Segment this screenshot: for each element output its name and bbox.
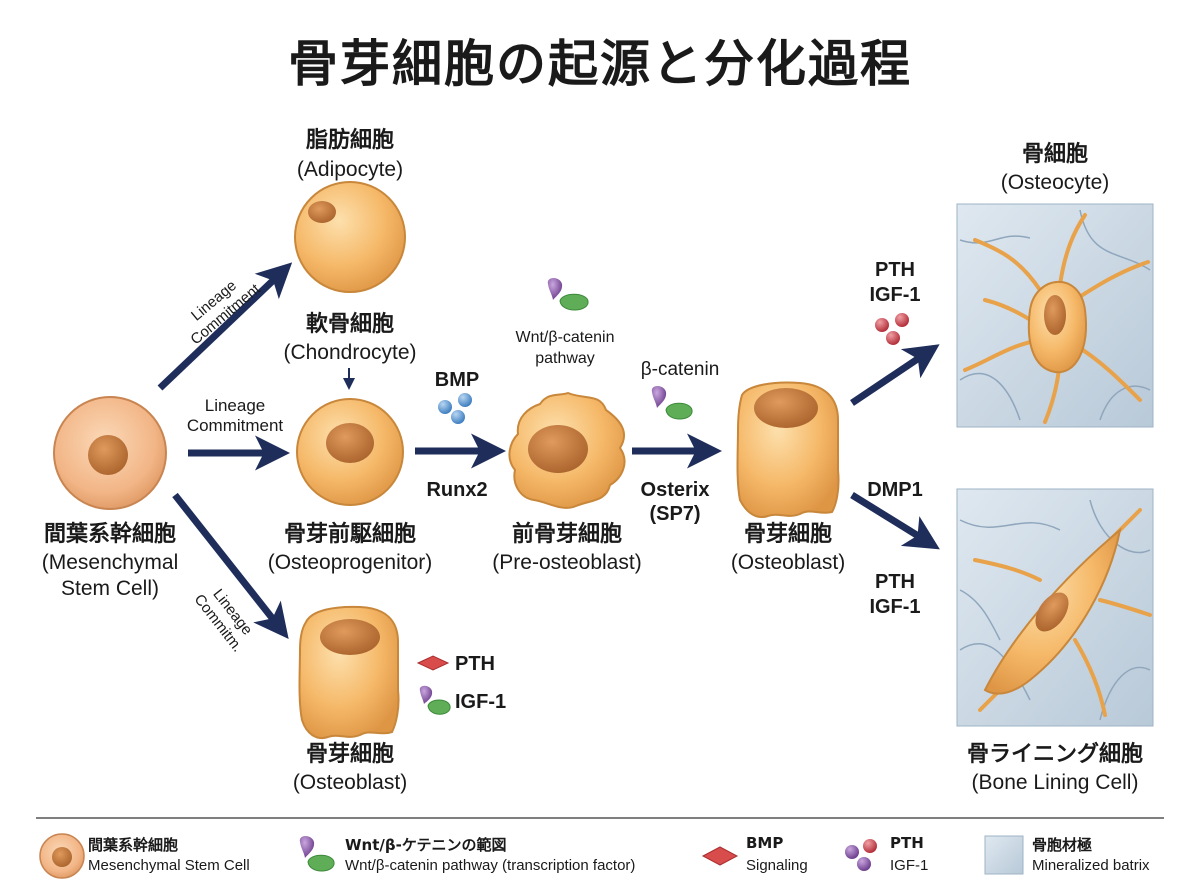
legend-bmp-jp: BMP [746, 834, 784, 852]
legend-item-stem-cell: 間葉系幹細胞 Mesenchymal Stem Cell [88, 826, 288, 886]
pth-bottom-label: PTH [875, 571, 915, 593]
osteoblast-lower-cell [298, 605, 400, 739]
osteoprogenitor-cell [296, 398, 404, 506]
legend-item-matrix: 骨胞材極 Mineralized batrix [1032, 826, 1182, 886]
osteocyte-label-en: (Osteocyte) [1000, 171, 1110, 194]
osteoprogenitor-label-en: (Osteoprogenitor) [267, 551, 433, 574]
osteoblast-main-label-en: (Osteoblast) [730, 551, 846, 574]
preosteoblast-cell [508, 391, 626, 509]
lower-signal-icons [416, 655, 451, 715]
osteocyte-label-jp: 骨細胞 [1021, 142, 1088, 167]
legend-wnt-jp: Wnt/β-ケテニンの範図 [345, 836, 507, 854]
osteoprogenitor-label-jp: 骨芽前駆細胞 [283, 522, 416, 547]
differentiation-arrows [157, 262, 940, 639]
osteocyte-panel [956, 203, 1154, 428]
bmp-diamond-icon [701, 846, 739, 866]
adipocyte-cell [294, 181, 406, 293]
matrix-swatch-icon [984, 835, 1024, 875]
pth-top-label: PTH [875, 259, 915, 281]
osterix-label-2: (SP7) [649, 503, 701, 525]
lining-label-en: (Bone Lining Cell) [971, 771, 1139, 794]
igf-lower-label: IGF-1 [455, 691, 507, 713]
arrow-osteoblast-to-osteocyte [850, 344, 940, 406]
osteoblast-lower-label-en: (Osteoblast) [292, 771, 408, 794]
legend-bmp-en: Signaling [746, 857, 808, 874]
legend-item-wnt: Wnt/β-ケテニンの範図 Wnt/β-catenin pathway (tra… [345, 826, 690, 886]
msc-label-en-2: Stem Cell) [60, 577, 160, 600]
osteoblast-main-cell [736, 381, 840, 518]
dmp1-label: DMP1 [867, 479, 923, 501]
legend-matrix-jp: 骨胞材極 [1032, 836, 1093, 854]
osterix-label-1: Osterix [640, 479, 710, 501]
legend-pth-en: IGF-1 [890, 857, 929, 874]
runx2-label: Runx2 [426, 479, 488, 501]
wnt-label-2: pathway [535, 350, 595, 367]
lineage-label-middle: Lineage Commitment [170, 396, 300, 437]
igf-top-label: IGF-1 [869, 284, 921, 306]
igf-bottom-label: IGF-1 [869, 596, 921, 618]
osteoblast-main-label-jp: 骨芽細胞 [743, 522, 832, 547]
msc-label-jp: 間葉系幹細胞 [43, 522, 176, 547]
lineage-middle-line2: Commitment [186, 416, 284, 436]
legend-pth-jp: PTH [890, 834, 924, 852]
pth-molecules-top [875, 313, 909, 345]
chondrocyte-label-jp: 軟骨細胞 [305, 312, 394, 337]
legend-wnt-en: Wnt/β-catenin pathway (transcription fac… [345, 857, 636, 874]
osteoblast-lower-label-jp: 骨芽細胞 [305, 742, 394, 767]
arrow-osteoblast-to-lining [850, 492, 940, 550]
msc-label-en-1: (Mesenchymal [41, 551, 179, 574]
pth-lower-label: PTH [455, 653, 495, 675]
msc-cell [53, 396, 167, 510]
wnt-label-1: Wnt/β-catenin [515, 329, 615, 346]
lining-label-jp: 骨ライニング細胞 [966, 742, 1143, 767]
bmp-label: BMP [434, 369, 480, 391]
chondrocyte-label-en: (Chondrocyte) [283, 341, 417, 364]
legend-item-pth: PTH IGF-1 [890, 826, 970, 886]
arrow-msc-to-lower-osteoblast [172, 492, 289, 639]
legend-stem-cell-jp: 間葉系幹細胞 [88, 836, 179, 854]
legend-item-bmp: BMP Signaling [746, 826, 836, 886]
pth-dots-icon [845, 839, 877, 871]
adipocyte-label-jp: 脂肪細胞 [305, 128, 394, 153]
legend-matrix-en: Mineralized batrix [1032, 857, 1150, 874]
lineage-middle-line1: Lineage [204, 396, 266, 415]
wnt-ligands-top [547, 278, 589, 311]
preosteoblast-label-jp: 前骨芽細胞 [511, 522, 622, 547]
beta-catenin-label: β-catenin [640, 359, 720, 380]
preosteoblast-label-en: (Pre-osteoblast) [492, 551, 642, 574]
bone-lining-panel [956, 488, 1154, 727]
wnt-ligand-icon [299, 836, 335, 872]
bmp-molecules [438, 393, 472, 424]
arrow-msc-to-adipocyte [157, 262, 293, 391]
stem-cell-icon [39, 833, 85, 879]
beta-catenin-ligands [651, 386, 693, 420]
page-title: 骨芽細胞の起源と分化過程 [288, 35, 912, 93]
adipocyte-label-en: (Adipocyte) [296, 158, 404, 181]
legend-stem-cell-en: Mesenchymal Stem Cell [88, 857, 250, 874]
